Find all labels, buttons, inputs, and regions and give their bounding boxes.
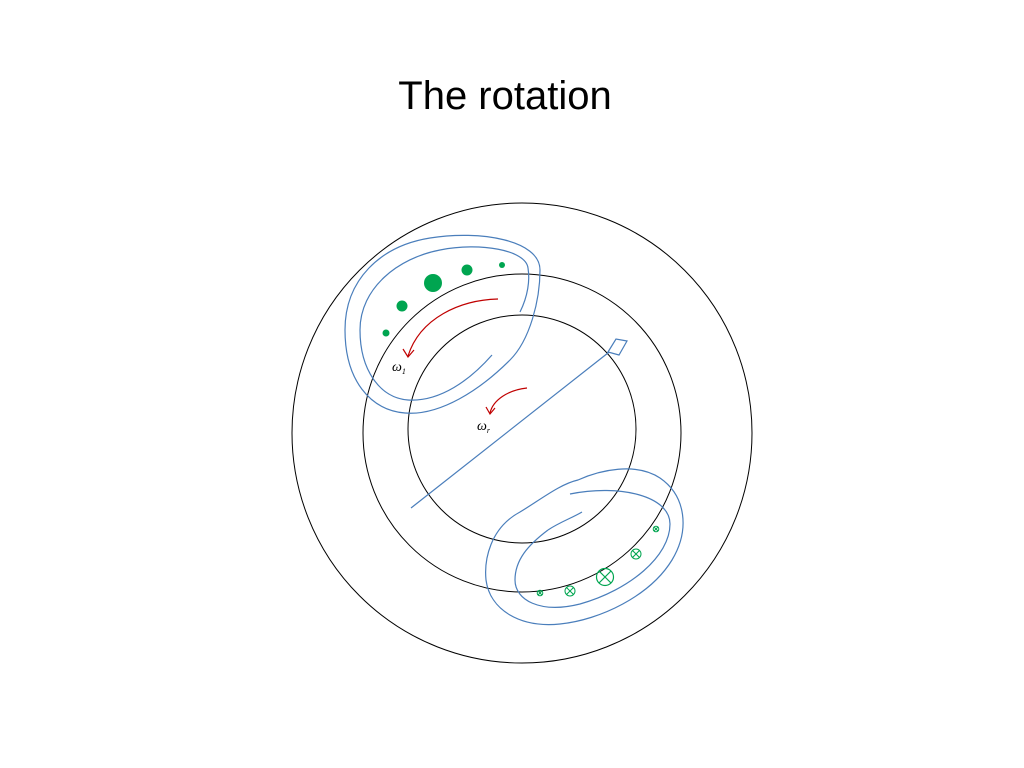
stator-field-arrowhead — [402, 348, 415, 359]
stator-coil-upper-inner — [359, 246, 529, 401]
conductor-in — [564, 585, 576, 597]
stator-coil-upper-outer — [344, 234, 541, 414]
conductor-in — [595, 567, 615, 587]
omega-1-label: ω1 — [392, 360, 406, 376]
rotor-arrowhead — [485, 406, 496, 416]
conductor-out — [382, 329, 390, 337]
stator-coil-lower-outer — [485, 468, 684, 626]
axis-diamond-marker — [607, 338, 628, 356]
stator-field-rotation-arrow — [407, 298, 499, 357]
stator-coil-lower-inner-tail — [547, 511, 583, 531]
rotor-rotation-arrow — [489, 387, 528, 414]
airgap-circle — [362, 273, 682, 593]
stator-coil-upper-inner-tail — [519, 267, 530, 313]
omega-r-label: ωr — [477, 419, 491, 435]
conductor-out — [396, 300, 408, 312]
slide-title: The rotation — [398, 74, 612, 118]
rotor-circle — [407, 314, 637, 544]
conductor-out — [499, 262, 505, 268]
conductor-in — [536, 589, 544, 597]
rotor-coil-axis — [410, 348, 614, 509]
conductor-in — [630, 548, 642, 560]
conductor-in — [652, 525, 660, 533]
conductor-out — [424, 274, 442, 292]
conductor-out — [461, 264, 473, 276]
stator-coil-lower-inner — [514, 489, 671, 608]
outer-stator-circle — [291, 202, 753, 664]
